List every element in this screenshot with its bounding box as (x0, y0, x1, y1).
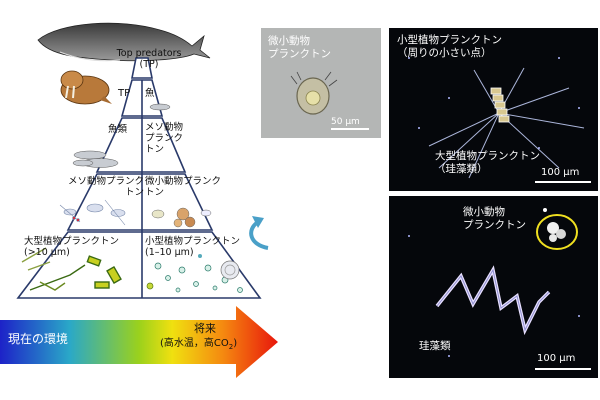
microzooplankton-icon (151, 207, 212, 228)
scale-bar (331, 128, 369, 130)
micro-zooplankton-photo: 微小動物 プランクトン 50 μm (261, 28, 381, 138)
diatom-chain-icon (408, 208, 580, 357)
diatom-photo: 微小動物 プランクトン 珪藻類 100 μm (389, 196, 598, 378)
pyramid-tier-3 (66, 173, 214, 231)
fish-icon (72, 103, 171, 168)
tier-4-left-label: 大型植物プランクトン (>10 μm) (24, 236, 120, 258)
micro-zooplankton-caption: 微小動物 プランクトン (268, 35, 331, 60)
future-conditions-suffix: ) (233, 338, 238, 349)
micro-zoo-scale-label: 50 μm (331, 117, 360, 127)
diatom-icon (21, 247, 122, 291)
scale-bar (535, 368, 591, 370)
large-phyto-caption: 大型植物プランクトン （珪藻類） (435, 150, 540, 175)
small-phyto-caption: 小型植物プランクトン （周りの小さい点） (397, 34, 502, 59)
tier-2-left-label: 魚類 (108, 124, 128, 135)
ciliate-icon (290, 71, 338, 115)
pyramid-tier-4 (16, 231, 262, 299)
current-environment-label: 現在の環境 (8, 332, 69, 346)
chaetoceros-chain-icon (408, 57, 585, 179)
copepod-icon (59, 199, 126, 226)
future-label: 将来 (194, 322, 216, 335)
future-conditions-label: (高水温，高CO2) (160, 334, 237, 351)
top-predators-label: Top predators (TP) (116, 48, 182, 70)
scale-bar (535, 181, 591, 183)
tier-1-right-label: 魚 (145, 88, 155, 99)
large-phytoplankton-photo: 小型植物プランクトン （周りの小さい点） 大型植物プランクトン （珪藻類） 10… (389, 28, 598, 191)
diatom-scale-label: 100 μm (537, 353, 576, 364)
diatom-micro-zoo-caption: 微小動物 プランクトン (463, 206, 526, 231)
tier-3-right-label: 微小動物プランク トン (145, 176, 222, 198)
walrus-icon (60, 70, 112, 105)
co2-subscript: 2 (228, 343, 234, 351)
tier-4-right-label: 小型植物プランクトン (1–10 μm) (145, 236, 241, 258)
tier-2-right-label: メソ動物 プランク トン (145, 122, 184, 155)
small-phytoplankton-icon (146, 254, 243, 293)
tier-1-left-label: TP (118, 88, 131, 99)
whale-icon (37, 22, 211, 62)
future-conditions-prefix: (高水温，高CO (160, 338, 229, 349)
tier-3-left-label: メソ動物プランク トン (67, 176, 144, 198)
large-phyto-scale-label: 100 μm (541, 167, 580, 178)
pyramid-apex (131, 57, 153, 79)
food-web-pyramid (16, 22, 269, 299)
diatom-caption: 珪藻類 (419, 340, 451, 352)
cycle-arrow-icon (249, 216, 269, 250)
environment-change-arrow (0, 306, 278, 378)
